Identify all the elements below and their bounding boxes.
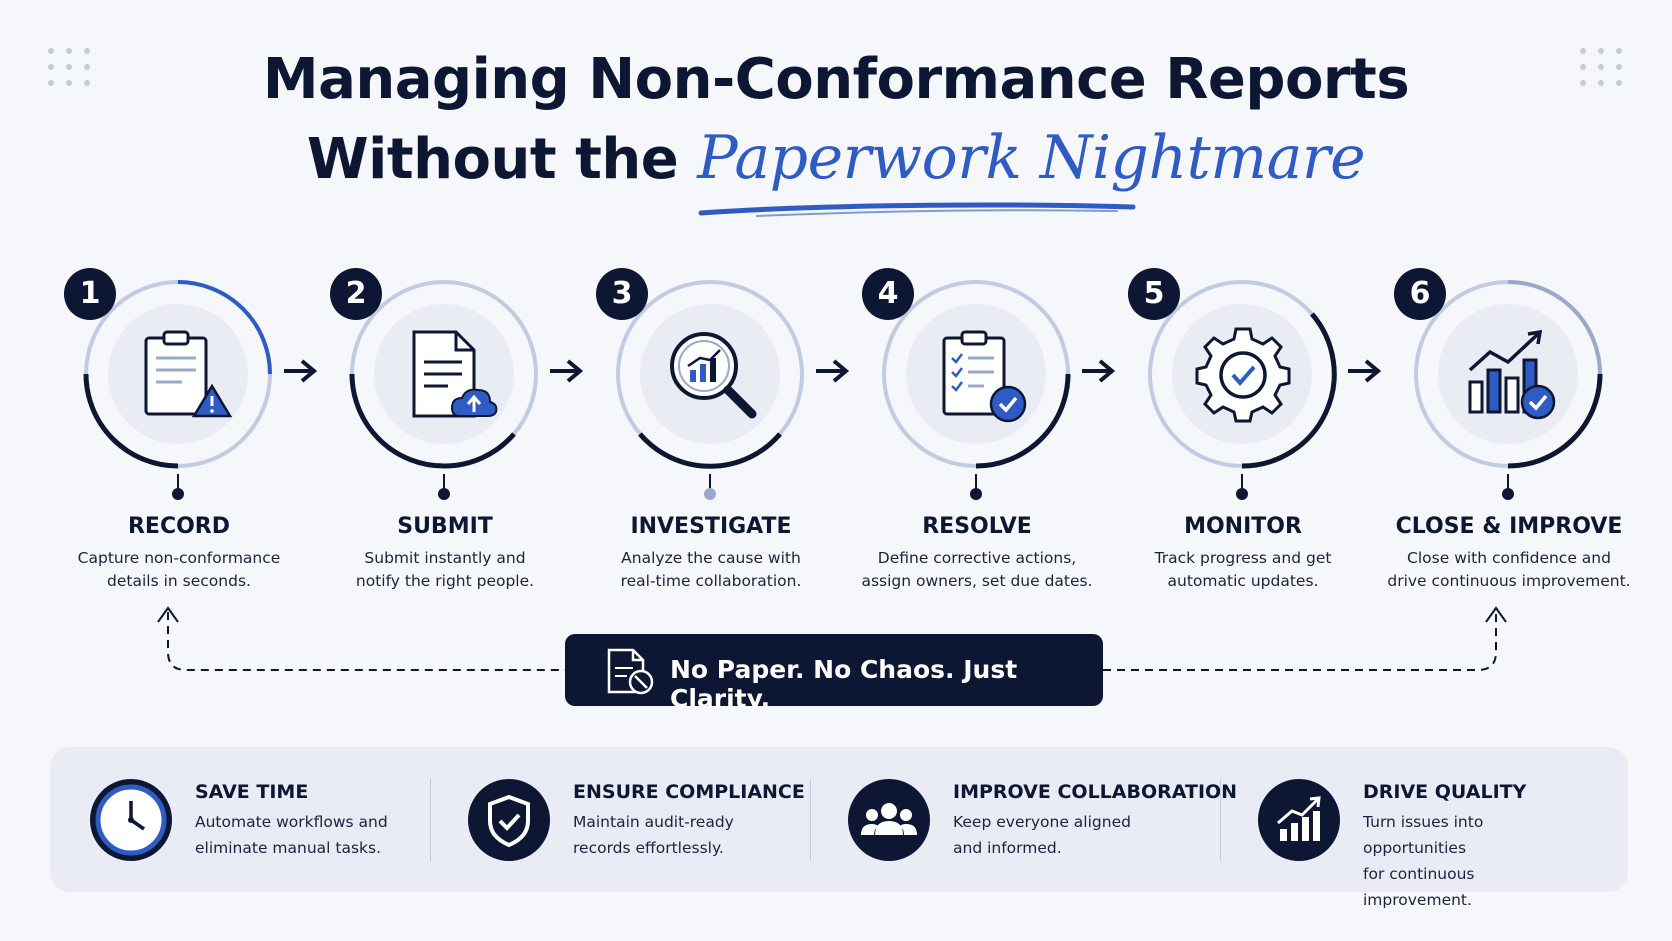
title-prefix: Without the bbox=[306, 127, 679, 192]
step-ring bbox=[1148, 280, 1337, 469]
step-label: MONITOR bbox=[1184, 514, 1302, 539]
tagline-text: No Paper. No Chaos. Just Clarity. bbox=[670, 655, 1018, 713]
arrow-right-icon bbox=[816, 359, 850, 383]
benefit-title: SAVE TIME bbox=[195, 781, 309, 803]
divider bbox=[1220, 779, 1221, 861]
benefit-title: ENSURE COMPLIANCE bbox=[573, 781, 805, 803]
benefit-improve-collaboration: IMPROVE COLLABORATION Keep everyone alig… bbox=[808, 747, 1237, 892]
step-number: 1 bbox=[64, 268, 116, 320]
title-script: Paperwork Nightmare bbox=[697, 123, 1366, 217]
shield-check-icon bbox=[488, 794, 530, 848]
decorative-dots-left bbox=[48, 48, 92, 86]
step-ring bbox=[83, 280, 272, 469]
benefit-drive-quality: DRIVE QUALITY Turn issues into opportuni… bbox=[1218, 747, 1618, 909]
arrow-right-icon bbox=[284, 359, 318, 383]
step-number: 4 bbox=[862, 268, 914, 320]
title-script-text: Paperwork Nightmare bbox=[697, 123, 1366, 193]
clock-icon bbox=[95, 784, 167, 856]
title-line-1: Managing Non-Conformance Reports bbox=[262, 47, 1410, 112]
checklist-icon bbox=[942, 330, 1027, 423]
step-number: 5 bbox=[1128, 268, 1180, 320]
arrow-right-icon bbox=[1348, 359, 1382, 383]
step-ring bbox=[882, 280, 1071, 469]
arrow-right-icon bbox=[1082, 359, 1116, 383]
step-ring bbox=[616, 280, 804, 469]
brush-underline-icon bbox=[698, 202, 1136, 217]
step-resolve: 4 RESOLVE Define corrective actions,assi… bbox=[861, 268, 1093, 590]
step-label: INVESTIGATE bbox=[630, 514, 792, 539]
clipboard-warning-icon bbox=[144, 330, 233, 418]
benefit-title: IMPROVE COLLABORATION bbox=[953, 781, 1238, 803]
step-ring bbox=[1414, 280, 1603, 469]
no-paper-icon bbox=[607, 648, 654, 695]
step-number: 2 bbox=[330, 268, 382, 320]
tagline-banner: No Paper. No Chaos. Just Clarity. bbox=[565, 634, 1103, 713]
step-number: 3 bbox=[596, 268, 648, 320]
chart-up-icon bbox=[1277, 796, 1321, 841]
divider bbox=[810, 779, 811, 861]
decorative-dots-right bbox=[1580, 48, 1624, 86]
people-icon bbox=[861, 803, 917, 835]
step-ring bbox=[349, 280, 538, 469]
title-line-2: Without the Paperwork Nightmare bbox=[0, 128, 1672, 217]
page-title: Managing Non-Conformance Reports Without… bbox=[0, 47, 1672, 217]
gear-check-icon bbox=[1195, 327, 1291, 423]
step-label: SUBMIT bbox=[397, 514, 493, 539]
step-description: Define corrective actions,assign owners,… bbox=[861, 549, 1093, 590]
step-close-improve: 6 CLOSE & IMPROVE Close with confidence … bbox=[1387, 268, 1631, 590]
step-number: 6 bbox=[1394, 268, 1446, 320]
step-label: RESOLVE bbox=[922, 514, 1032, 539]
benefit-title: DRIVE QUALITY bbox=[1363, 781, 1527, 803]
divider bbox=[430, 779, 431, 861]
chart-growth-icon bbox=[1468, 329, 1556, 420]
step-label: CLOSE & IMPROVE bbox=[1395, 514, 1623, 539]
arrow-right-icon bbox=[550, 359, 584, 383]
step-label: RECORD bbox=[127, 514, 231, 539]
document-upload-icon bbox=[412, 330, 498, 418]
magnifier-chart-icon bbox=[670, 332, 757, 419]
